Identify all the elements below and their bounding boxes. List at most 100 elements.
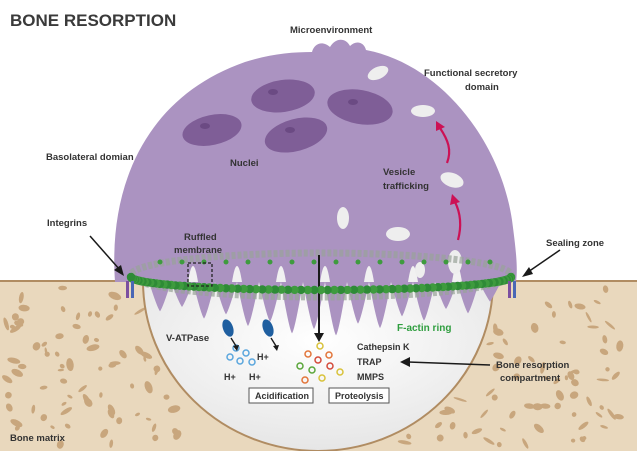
v-atpase-label: V-ATPase [166,333,209,344]
vesicle-trafficking-arrows [436,121,462,241]
h-plus-label: H+ [224,372,236,382]
bone-spot [57,368,65,372]
ruffled-membrane-finger [325,282,347,336]
sealing-zone-label: Sealing zone [546,238,604,249]
vesicle [415,262,425,278]
nucleolus [200,123,210,129]
membrane-invagination [364,266,374,282]
bone-spot [100,428,109,438]
lysosomal-enzymes [296,342,344,384]
bone-spot [613,414,624,420]
actin-tip [487,259,493,265]
integrin [131,281,134,298]
v-atpase-pump [262,319,274,337]
bone-spot [496,442,502,448]
bone-spot [3,317,10,331]
actin-tip [179,259,185,265]
bone-spot [559,340,566,345]
bone-spot [513,373,520,381]
bone-spot [599,405,604,410]
bone-spot [543,375,550,381]
bone-spot [540,403,551,409]
vesicle [411,105,435,117]
proton-dot [242,349,250,357]
bone-spot [611,371,620,380]
bone-spot [585,312,592,323]
vesicle [367,65,389,81]
trafficking-arrowhead [450,194,460,205]
bone-spot [109,361,121,366]
bone-spot [167,405,181,413]
proton-arrow [230,337,237,347]
bone-spot [78,385,87,393]
f-actin-bead [303,285,312,295]
membrane-invagination [188,266,198,282]
trafficking-arrow [454,201,462,241]
bone-spot [463,431,468,439]
f-actin-bead [277,285,286,294]
mmps-label: MMPS [357,372,384,382]
vesicles [337,65,464,278]
nucleus [264,117,328,153]
bone-spot [532,403,543,411]
bone-spot [571,412,577,417]
pointer-arrows [89,235,561,367]
integrins-pointer [89,235,121,271]
bone-spot [493,328,504,336]
bone-spot [485,388,495,397]
compartment-pointer-head [400,357,410,367]
nucleus [182,114,242,146]
bone-spot [602,285,609,293]
bone-spot [5,403,13,412]
bone-spot [64,423,71,429]
proton-dot [248,358,256,366]
bone-spot [10,419,23,428]
nucleolus [348,99,358,105]
bone-spot [61,401,67,406]
f-actin-bead [126,272,136,282]
actin-tip [201,259,207,265]
proton-arrowhead [233,345,239,351]
f-actin-bead [323,285,332,295]
enzyme-dot [318,374,326,382]
integrin [126,281,129,298]
f-actin-bead [264,285,273,294]
proton-dot [226,353,234,361]
bone-spot [140,351,153,359]
f-actin-bead [356,285,365,294]
h-plus-label: H+ [257,352,269,362]
bone-spot [152,434,159,442]
bone-spot [573,369,580,375]
bone-spot [453,397,467,402]
bone-spots [2,285,624,449]
bone-spot [524,403,535,409]
bone-spot [135,412,140,417]
bone-spot [568,300,573,309]
f-actin-bead [296,285,306,295]
bone-spot [151,423,157,432]
bone-spot [7,357,21,364]
actin-tip [157,259,163,265]
bone-spot [491,394,498,401]
f-actin-bead [233,284,242,293]
bone-spot [11,368,23,377]
f-actin-bead [283,285,293,294]
bone-spot [480,409,489,418]
bone-spot [436,434,444,442]
bone-spot [587,325,599,329]
osteoclast-cell [114,39,517,282]
bone-spot [98,366,103,371]
enzyme-dot [301,376,309,384]
basolateral-label: Basolateral domian [46,152,134,163]
bone-spot [444,406,456,414]
f-actin-bead [258,285,267,294]
nucleus [327,89,393,125]
bone-spot [60,407,73,416]
actin-tip [465,259,471,265]
membrane-invagination [320,266,330,282]
bone-spot [87,311,93,317]
proton-arrow [270,337,277,347]
actin-tip [289,259,295,265]
bone-spot [75,312,81,321]
bone-spot [144,381,153,394]
